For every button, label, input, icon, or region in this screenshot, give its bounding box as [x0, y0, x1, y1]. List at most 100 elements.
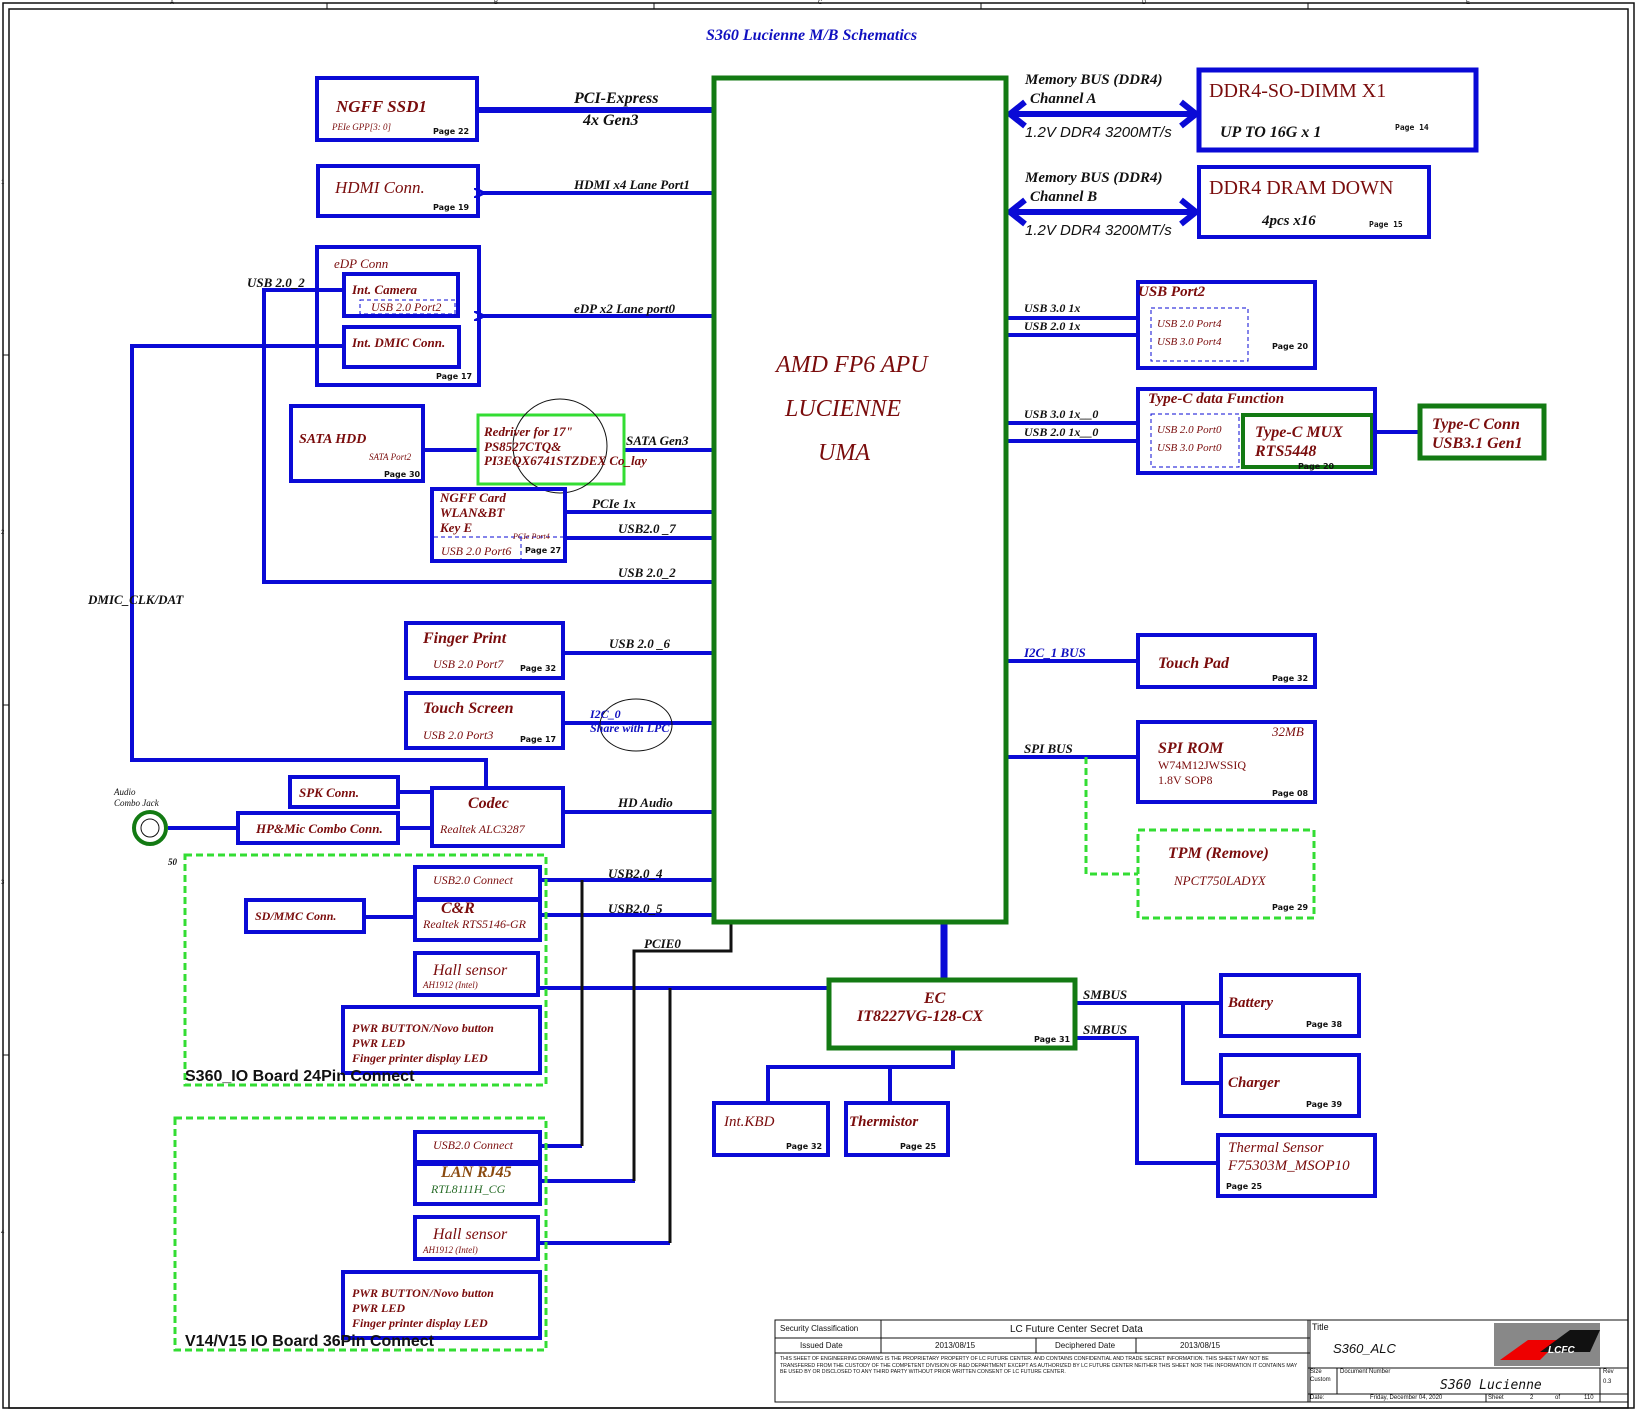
ddr-b-sub: 4pcs x16: [1262, 213, 1316, 229]
finger-print-sub: USB 2.0 Port7: [433, 657, 504, 671]
ddr-a-sub: UP TO 16G x 1: [1220, 124, 1322, 141]
signal-usb2-2: USB 2.0_2: [618, 565, 676, 580]
finger-print-page: Page 32: [520, 664, 557, 673]
dashed-subboxes: [359, 299, 1249, 560]
signal-edp: eDP x2 Lane port0: [574, 301, 675, 316]
io-v14-usb: USB2.0 Connect: [433, 1138, 513, 1152]
border-col-e: E: [1466, 0, 1471, 6]
apu-box: [711, 75, 1009, 925]
typec-func-p1: USB 2.0 Port0: [1157, 424, 1222, 436]
io-s360-hall-sub: AH1912 (Intel): [423, 980, 478, 990]
thermistor-page: Page 25: [900, 1142, 937, 1151]
audio-jack-icon: [132, 810, 168, 846]
hp-mic-conn[interactable]: HP&Mic Combo Conn.: [256, 821, 383, 836]
codec-title: Codec: [468, 795, 509, 812]
audio-jack-num: 50: [168, 857, 177, 867]
io-s360-pwr2: PWR LED: [352, 1036, 406, 1050]
tb-of-label: of: [1555, 1395, 1561, 1401]
ngff-card-page: Page 27: [525, 546, 562, 555]
spk-conn[interactable]: SPK Conn.: [299, 785, 359, 800]
signal-usb2-1x0: USB 2.0 1x__0: [1024, 425, 1099, 439]
usb-port2-page: Page 20: [1272, 342, 1309, 351]
tb-disclaimer: THIS SHEET OF ENGINEERING DRAWING IS THE…: [780, 1356, 1298, 1375]
charger-title: Charger: [1228, 1075, 1280, 1091]
border-row-2: 2: [1, 530, 5, 536]
typec-conn-line2: USB3.1 Gen1: [1432, 435, 1523, 452]
io-s360-cr-sub: Realtek RTS5146-GR: [423, 917, 526, 931]
io-s360-pwr1: PWR BUTTON/Novo button: [352, 1021, 494, 1035]
border-col-a: A: [170, 0, 175, 6]
tb-of-value: 110: [1584, 1395, 1594, 1401]
signal-pcie1: PCI-Express: [574, 90, 659, 107]
blue-wires: [130, 107, 1418, 1245]
tpm-page: Page 29: [1272, 903, 1309, 912]
signal-i2c0: I2C_0: [590, 707, 621, 721]
audio-jack-line1: Audio: [114, 787, 136, 797]
redriver-line1: Redriver for 17": [484, 424, 573, 439]
tb-security-value: LC Future Center Secret Data: [1010, 1324, 1143, 1335]
ec-line1: EC: [924, 990, 946, 1007]
signal-usb2-2-top: USB 2.0_2: [247, 275, 305, 290]
charger-page: Page 39: [1306, 1100, 1343, 1109]
tb-date-value: Friday, December 04, 2020: [1370, 1395, 1443, 1401]
touch-screen-title: Touch Screen: [423, 700, 514, 717]
memory-bus-arrows: [1005, 99, 1201, 227]
black-wires: [580, 880, 733, 1243]
typec-mux-line2: RTS5448: [1255, 443, 1317, 460]
signal-spi: SPI BUS: [1024, 741, 1073, 756]
kbd-page: Page 32: [786, 1142, 823, 1151]
thermistor-title: Thermistor: [849, 1114, 919, 1130]
hdmi-page: Page 19: [433, 203, 470, 212]
signal-pcie0: PCIE0: [644, 936, 681, 951]
kbd-title: Int.KBD: [724, 1114, 775, 1130]
ngff-card-usb-port: USB 2.0 Port6: [441, 544, 512, 558]
page-title: S360 Lucienne M/B Schematics: [706, 27, 918, 44]
thermal-line2: F75303M_MSOP10: [1228, 1158, 1350, 1174]
apu-line1: AMD FP6 APU: [776, 352, 928, 378]
typec-func-title: Type-C data Function: [1148, 391, 1285, 407]
spi-rom-spec: 1.8V SOP8: [1158, 773, 1213, 787]
ec-box: [826, 977, 1078, 1051]
signal-mem-a1: Memory BUS (DDR4): [1025, 72, 1163, 88]
audio-jack-line2: Combo Jack: [114, 798, 159, 808]
spi-rom-part: W74M12JWSSIQ: [1158, 758, 1247, 772]
tb-issued-label: Issued Date: [800, 1341, 843, 1350]
border-row-4: 4: [1, 1230, 5, 1236]
signal-usb3-1x: USB 3.0 1x: [1024, 301, 1081, 315]
ngff-card-pcie-port: PCIe Port4: [513, 532, 550, 541]
signal-usb3-1x0: USB 3.0 1x__0: [1024, 407, 1099, 421]
ngff-card-line2: WLAN&BT: [440, 505, 505, 520]
touch-pad-title: Touch Pad: [1158, 655, 1229, 672]
signal-mem-b2: Channel B: [1030, 189, 1098, 205]
tb-title-value: S360_ALC: [1333, 1341, 1396, 1356]
signal-pcie1x: PCIe 1x: [592, 496, 636, 511]
io-s360-outline: [183, 853, 548, 1087]
io-v14-pwr3: Finger printer display LED: [352, 1316, 488, 1330]
io-v14-hall-sub: AH1912 (Intel): [423, 1245, 478, 1255]
typec-func-page: Page 20: [1298, 462, 1335, 471]
typec-mux-line1: Type-C MUX: [1255, 424, 1343, 441]
tpm-part: NPCT750LADYX: [1174, 873, 1266, 888]
lcfc-logo: [1494, 1323, 1600, 1366]
border-row-3: 3: [1, 880, 5, 886]
typec-conn-box: [1417, 403, 1547, 461]
signal-usb2-4: USB2.0_4: [608, 866, 663, 881]
touch-screen-page: Page 17: [520, 735, 557, 744]
border-col-d: D: [1142, 0, 1147, 6]
io-v14-outline: [173, 1116, 548, 1352]
tb-docnum-label: Document Number: [1340, 1369, 1391, 1375]
typec-func-p2: USB 3.0 Port0: [1157, 442, 1222, 454]
signal-mem-b1: Memory BUS (DDR4): [1025, 170, 1163, 186]
usb-port2-title: USB Port2: [1138, 284, 1206, 300]
signal-usb2-6: USB 2.0 _6: [609, 636, 671, 651]
ddr-b-title: DDR4 DRAM DOWN: [1209, 177, 1394, 199]
tb-security-label: Security Classification: [780, 1324, 859, 1333]
io-v14-hall: Hall sensor: [433, 1226, 508, 1243]
io-v14-pwr2: PWR LED: [352, 1301, 406, 1315]
border-col-b: B: [494, 0, 499, 6]
usb-port2-p2: USB 3.0 Port4: [1157, 336, 1222, 348]
ngff-ssd-title: NGFF SSD1: [336, 97, 427, 116]
signal-dmic: DMIC_CLK/DAT: [88, 592, 184, 607]
spi-rom-page: Page 08: [1272, 789, 1309, 798]
